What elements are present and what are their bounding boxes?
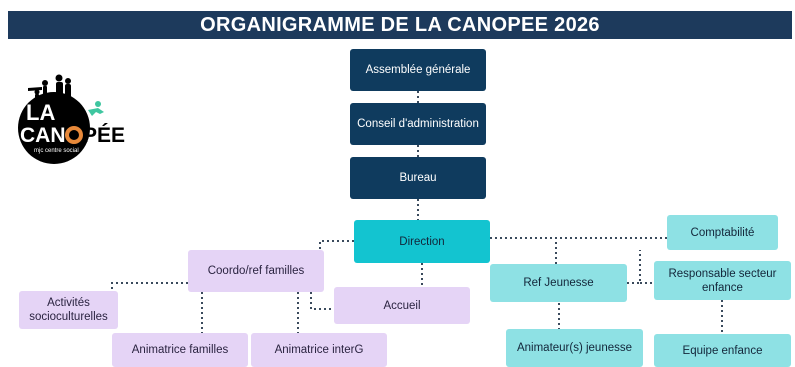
node-animatrice-interg: Animatrice interG — [251, 333, 387, 367]
node-responsable-secteur-enfance: Responsable secteur enfance — [654, 261, 791, 300]
node-coordo-ref-familles: Coordo/ref familles — [188, 250, 324, 292]
node-comptabilite: Comptabilité — [667, 215, 778, 250]
node-activites-socioculturelles: Activités socioculturelles — [19, 291, 118, 329]
link-refjeunesse-responsable — [627, 250, 641, 284]
node-accueil: Accueil — [334, 287, 470, 324]
link-coordo-accueil — [310, 292, 334, 310]
node-ref-jeunesse: Ref Jeunesse — [490, 264, 627, 302]
logo-tagline: mjc centre social — [34, 148, 79, 154]
node-assemblee-generale: Assemblée générale — [350, 49, 486, 91]
link-direction-coordo — [319, 240, 354, 250]
logo-line2a: CAN — [20, 124, 66, 147]
link-direction-refjeunesse — [490, 237, 557, 264]
node-bureau: Bureau — [350, 157, 486, 199]
node-animatrice-familles: Animatrice familles — [112, 333, 248, 367]
node-conseil-administration: Conseil d'administration — [350, 103, 486, 145]
page-title: ORGANIGRAMME DE LA CANOPEE 2026 — [8, 11, 792, 39]
node-animateurs-jeunesse: Animateur(s) jeunesse — [506, 329, 643, 367]
node-equipe-enfance: Equipe enfance — [654, 334, 791, 367]
jumping-figure-icon — [88, 101, 104, 116]
link-coordo-activites — [111, 282, 188, 291]
logo-line1: LA — [26, 100, 55, 125]
figures-silhouette-icon — [28, 74, 71, 102]
node-direction: Direction — [354, 220, 490, 263]
logo-line2b: PÉE — [83, 124, 125, 147]
canopee-logo: LA CAN PÉE mjc centre social — [14, 72, 132, 168]
